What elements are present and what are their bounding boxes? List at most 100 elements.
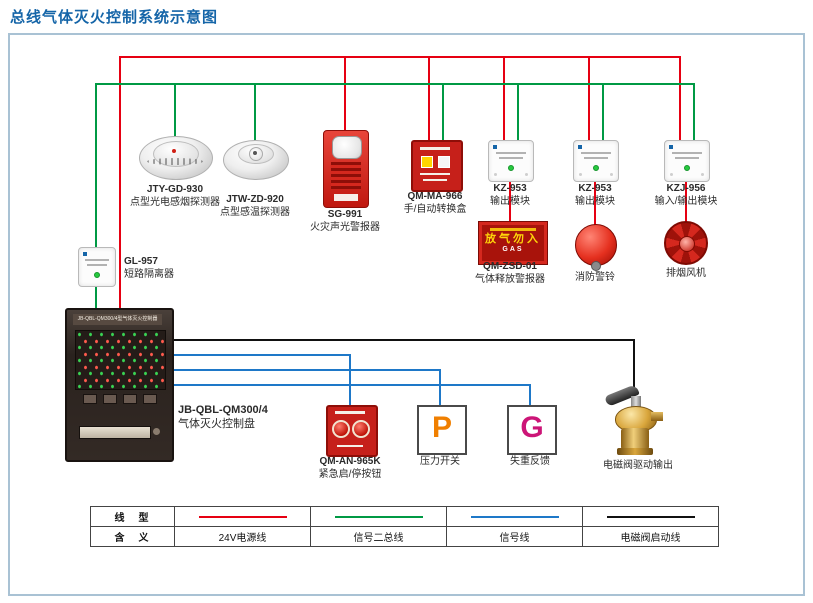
model-text: JTW-ZD-920 [226,194,284,205]
stop-button [352,420,370,438]
detector-vents [147,158,203,165]
device-name-text: 输入/输出模块 [654,195,718,207]
label-io-module: KZJ-956 输入/输出模块 [645,183,727,208]
box-text-bar [420,147,450,150]
wire-24v-manual-auto-drop [428,56,430,144]
device-output-module-1 [488,140,534,182]
device-name-text: 短路隔离器 [124,268,174,280]
legend-row2-header: 含 义 [91,527,175,547]
legend-sample-cell [583,507,719,527]
label-output-module-2: KZ-953 输出模块 [562,183,628,208]
legend-sample-cell [175,507,311,527]
model-text: KZ-953 [493,183,527,194]
wire-24v-module2-drop [588,56,590,144]
module-led [94,272,100,278]
screw [525,173,528,176]
device-exhaust-fan [664,221,708,267]
legend-table: 线 型 含 义 24V电源线 信号二总线 信号线 电磁阀启动线 [90,506,719,547]
model-text: QM-MA-966 [407,191,463,202]
model-text: KZJ-956 [666,183,706,194]
sign-main-text: 放气勿入 [485,233,541,245]
legend-line-24v [198,515,287,518]
model-text: KZ-953 [578,183,612,194]
alarm-label-plate [334,194,358,201]
legend-sample-cell [447,507,583,527]
sign-top-text-bar [490,228,536,231]
device-name-text: 输出模块 [575,195,615,207]
wire-signal-button-horizontal [170,354,351,356]
module-text-bar [675,157,699,159]
valve-base [617,448,653,455]
label-isolator: GL-957 短路隔离器 [124,256,194,281]
device-control-panel: JB-QBL-QM300/4型气体灭火控制器 [65,308,174,462]
strobe-lens [332,136,362,159]
manual-indicator [438,156,450,168]
legend-line-signal [470,515,559,518]
module-text-bar [87,264,107,266]
screw [610,173,613,176]
device-manual-auto-box [411,140,463,192]
device-sound-light-alarm [323,130,369,208]
fan-blades [664,221,708,265]
wire-24v-bus [119,56,680,58]
box-text-bar [337,445,363,447]
wire-bus-main [95,83,695,85]
device-gas-release-sign: 放气勿入 GAS [478,221,548,265]
device-fire-bell [575,224,617,271]
bell-clapper [591,261,601,271]
device-name-text: 点型光电感烟探测器 [130,196,220,208]
label-heat-detector: JTW-ZD-920 点型感温探测器 [203,194,307,219]
device-name-text: 失重反馈 [510,456,550,467]
device-name-text: 电磁阀驱动输出 [603,460,673,471]
wire-bus-heat-drop [254,83,256,144]
screw [494,173,497,176]
device-name-text: 压力开关 [420,456,460,467]
wire-signal-weight-vertical [529,384,531,407]
start-button [332,420,350,438]
module-text-bar [584,157,608,159]
panel-button-row [75,394,164,404]
panel-indicator-grid [75,330,166,390]
panel-keylock [153,428,160,435]
label-sound-light-alarm: SG-991 火灾声光警报器 [305,209,385,234]
model-text: QM-ZSD-01 [483,261,537,272]
device-pressure-switch: P [417,405,467,455]
legend-line-bus [334,515,423,518]
box-text-bar [420,173,450,175]
wire-bus-smoke-drop [174,83,176,140]
module-text-bar [496,152,526,154]
legend-row1-header: 线 型 [91,507,175,527]
wire-bus-io-module-drop [693,83,695,144]
sounder-grille [331,162,361,189]
wire-module1-to-sign [509,178,511,224]
label-pressure-switch: 压力开关 [412,456,468,469]
module-text-bar [85,259,109,261]
label-smoke-detector: JTY-GD-930 点型光电感烟探测器 [125,184,225,209]
module-text-bar [672,152,702,154]
auto-indicator [421,156,433,168]
label-control-panel: JB-QBL-QM300/4 气体灭火控制盘 [178,404,298,432]
wire-bus-isolator-top [95,83,97,249]
module-text-bar [499,157,523,159]
model-text: JTY-GD-930 [146,184,204,195]
wire-24v-panel-drop [119,56,121,310]
device-name-text: 气体释放警报器 [475,273,545,285]
brand-mark [83,252,87,256]
device-io-module [664,140,710,182]
weight-letter: G [520,411,544,444]
module-text-bar [581,152,611,154]
legend-label-bus: 信号二总线 [311,527,447,547]
model-text: QM-AN-965K [319,456,381,467]
label-solenoid-valve: 电磁阀驱动输出 [596,460,680,473]
device-name-text: 排烟风机 [666,268,706,279]
valve-cylinder [621,428,649,450]
device-weight-feedback: G [507,405,557,455]
device-name-text: 消防警铃 [575,272,615,283]
panel-button [102,394,117,404]
device-name-text: 气体灭火控制盘 [178,417,255,430]
thermistor-tip [253,151,257,155]
label-gas-release-sign: QM-ZSD-01 气体释放警报器 [468,261,552,286]
device-name-text: 点型感温探测器 [220,206,290,218]
wire-signal-weight-horizontal [170,384,531,386]
brand-mark [493,145,497,149]
